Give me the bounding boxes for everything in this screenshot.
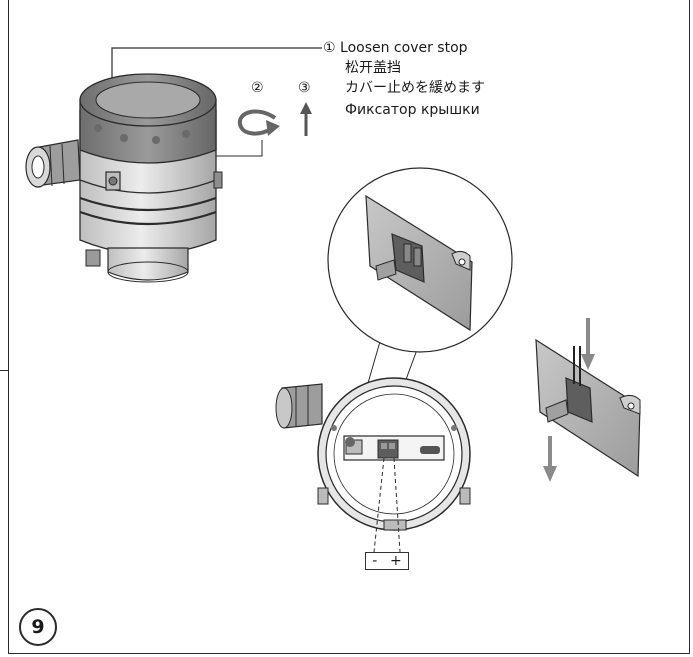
transmitter-housing <box>25 73 263 283</box>
step1-marker: ① <box>323 40 336 56</box>
step1-label-zh: 松开盖挡 <box>345 60 401 76</box>
terminal-plus: + <box>389 553 402 569</box>
step3-marker: ③ <box>298 80 311 96</box>
step-number-badge: 9 <box>19 608 57 646</box>
step1-label-ru: Фиксатор крышки <box>345 102 480 118</box>
wire-insert-detail <box>535 338 641 478</box>
leader-line-step1 <box>111 47 322 82</box>
down-arrow-icon <box>543 436 557 482</box>
step1-label-ja: カバー止めを緩めます <box>345 80 485 96</box>
terminal-labels: - + <box>365 552 409 570</box>
step1-label: Loosen cover stop <box>340 40 468 56</box>
down-arrow-icon <box>581 318 595 370</box>
step2-marker: ② <box>251 80 264 96</box>
detail-zoom-circle <box>327 167 513 413</box>
terminal-minus: - <box>372 553 378 569</box>
up-arrow-icon <box>300 102 312 136</box>
open-housing <box>275 377 471 553</box>
rotate-arrow-icon <box>237 109 280 136</box>
divider <box>0 370 8 371</box>
instruction-panel <box>8 0 690 654</box>
